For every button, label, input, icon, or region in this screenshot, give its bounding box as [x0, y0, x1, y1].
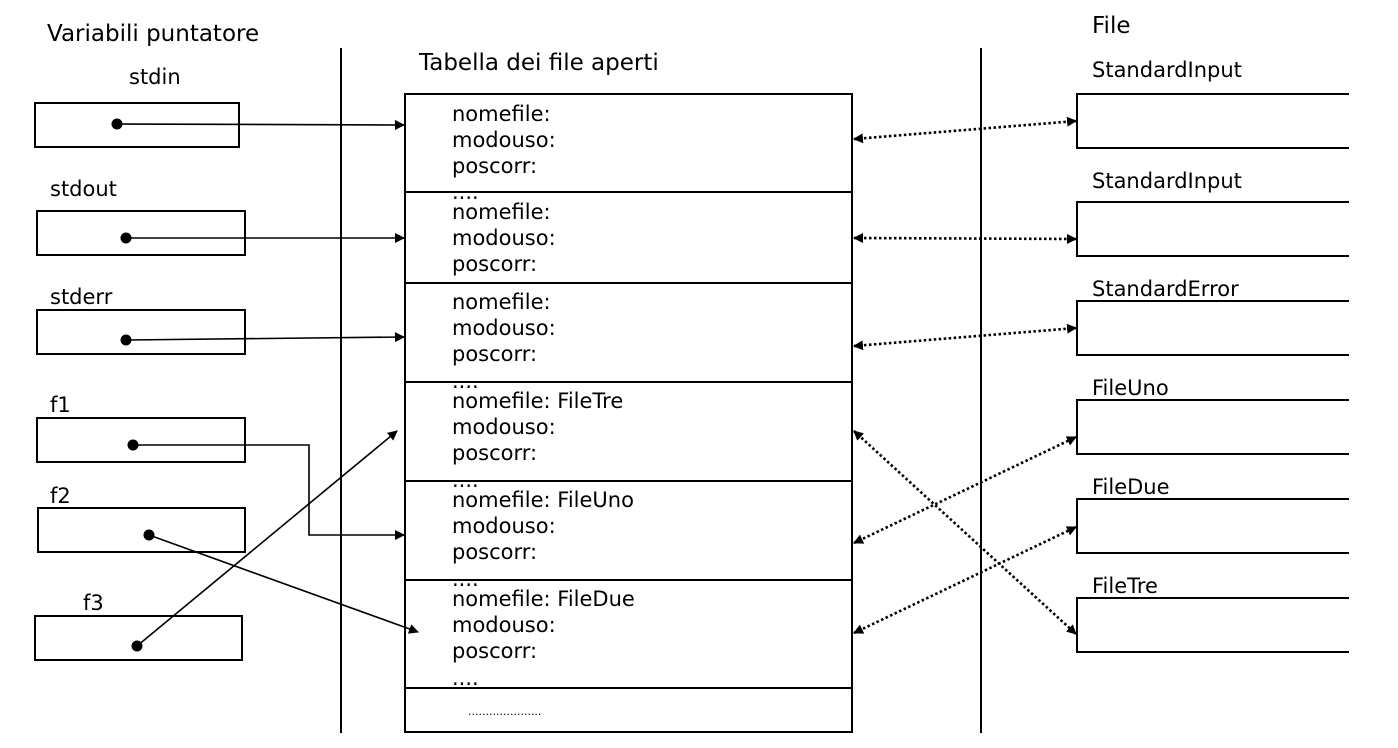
table-row-4: nomefile: FileUno modouso: poscorr: ....	[452, 488, 634, 591]
pointer-arrows	[116, 119, 419, 647]
file-fileuno: FileUno	[1076, 376, 1349, 455]
file-filedue: FileDue	[1076, 475, 1349, 554]
file-links	[853, 116, 1077, 635]
pointer-label: f1	[50, 393, 71, 417]
link-fileuno	[853, 435, 1077, 545]
file-label: FileUno	[1092, 376, 1169, 400]
table-row-3: nomefile: FileTre modouso: poscorr: ....	[452, 389, 623, 492]
pointer-label: stderr	[50, 285, 113, 309]
pointer-f3: f3	[34, 591, 243, 661]
file-label: StandardError	[1092, 277, 1239, 301]
file-standard-input-2: StandardInput	[1076, 169, 1349, 257]
file-box	[1076, 399, 1349, 455]
file-label: StandardInput	[1092, 169, 1242, 193]
file-label: FileDue	[1092, 475, 1170, 499]
pointer-f1: f1	[36, 393, 246, 463]
arrow-stdin	[116, 119, 405, 130]
poscorr-field: poscorr:	[452, 252, 537, 276]
arrow-stderr	[125, 332, 405, 343]
table-border	[404, 93, 853, 733]
file-label: FileTre	[1092, 574, 1158, 598]
nomefile-field: nomefile: FileTre	[452, 389, 623, 413]
modouso-field: modouso:	[452, 226, 556, 250]
pointer-box	[34, 615, 243, 661]
pointer-box	[36, 210, 246, 256]
pointer-stdout: stdout	[36, 177, 246, 256]
arrow-f3	[136, 430, 398, 647]
file-standard-error: StandardError	[1076, 277, 1349, 356]
link-filetre	[853, 430, 1077, 635]
file-standard-input-1: StandardInput	[1076, 58, 1349, 149]
last-row-dots: .....................	[468, 705, 541, 718]
row-ellipsis: ....	[452, 180, 479, 204]
poscorr-field: poscorr:	[452, 540, 537, 564]
table-row-1: nomefile: modouso: poscorr:	[452, 200, 556, 276]
pointer-label: f3	[83, 591, 104, 615]
nomefile-field: nomefile: FileUno	[452, 488, 634, 512]
poscorr-field: poscorr:	[452, 441, 537, 465]
poscorr-field: poscorr:	[452, 154, 537, 178]
file-label: StandardInput	[1092, 58, 1242, 82]
link-standard-input-1	[853, 116, 1077, 144]
table-row-0: nomefile: modouso: poscorr: ....	[452, 102, 556, 204]
pointer-box	[36, 309, 246, 355]
files-header: File	[1092, 13, 1131, 39]
file-box	[1076, 597, 1349, 653]
row-ellipsis: ....	[452, 468, 479, 492]
modouso-field: modouso:	[452, 415, 556, 439]
pointer-label: stdout	[50, 177, 117, 201]
pointer-label: f2	[50, 484, 71, 508]
poscorr-field: poscorr:	[452, 342, 537, 366]
modouso-field: modouso:	[452, 613, 556, 637]
arrow-f1	[133, 444, 405, 540]
nomefile-field: nomefile:	[452, 200, 551, 224]
nomefile-field: nomefile:	[452, 102, 551, 126]
file-box	[1076, 93, 1349, 149]
arrow-f2	[148, 534, 419, 634]
modouso-field: modouso:	[452, 316, 556, 340]
nomefile-field: nomefile: FileDue	[452, 587, 635, 611]
modouso-field: modouso:	[452, 128, 556, 152]
pointer-vars-header: Variabili puntatore	[47, 21, 259, 47]
table-row-5: nomefile: FileDue modouso: poscorr: ....	[452, 587, 635, 690]
file-box	[1076, 300, 1349, 356]
row-ellipsis: ....	[452, 666, 479, 690]
file-box	[1076, 201, 1349, 257]
pointer-label: stdin	[129, 65, 181, 89]
row-ellipsis: ....	[452, 369, 479, 393]
link-standard-error	[853, 323, 1077, 351]
pointer-box	[36, 417, 246, 463]
pointer-f2: f2	[37, 484, 246, 553]
pointer-stdin: stdin	[34, 65, 240, 148]
pointer-stderr: stderr	[36, 285, 246, 355]
link-filedue	[853, 525, 1077, 635]
open-files-table-header: Tabella dei file aperti	[418, 50, 659, 76]
poscorr-field: poscorr:	[452, 639, 537, 663]
open-files-table: nomefile: modouso: poscorr: .... nomefil…	[404, 93, 853, 733]
modouso-field: modouso:	[452, 514, 556, 538]
nomefile-field: nomefile:	[452, 290, 551, 314]
pointer-box	[37, 507, 246, 553]
table-row-2: nomefile: modouso: poscorr: ....	[452, 290, 556, 393]
link-standard-input-2	[853, 233, 1077, 244]
file-box	[1076, 498, 1349, 554]
row-ellipsis: ....	[452, 567, 479, 591]
file-filetre: FileTre	[1076, 574, 1349, 653]
